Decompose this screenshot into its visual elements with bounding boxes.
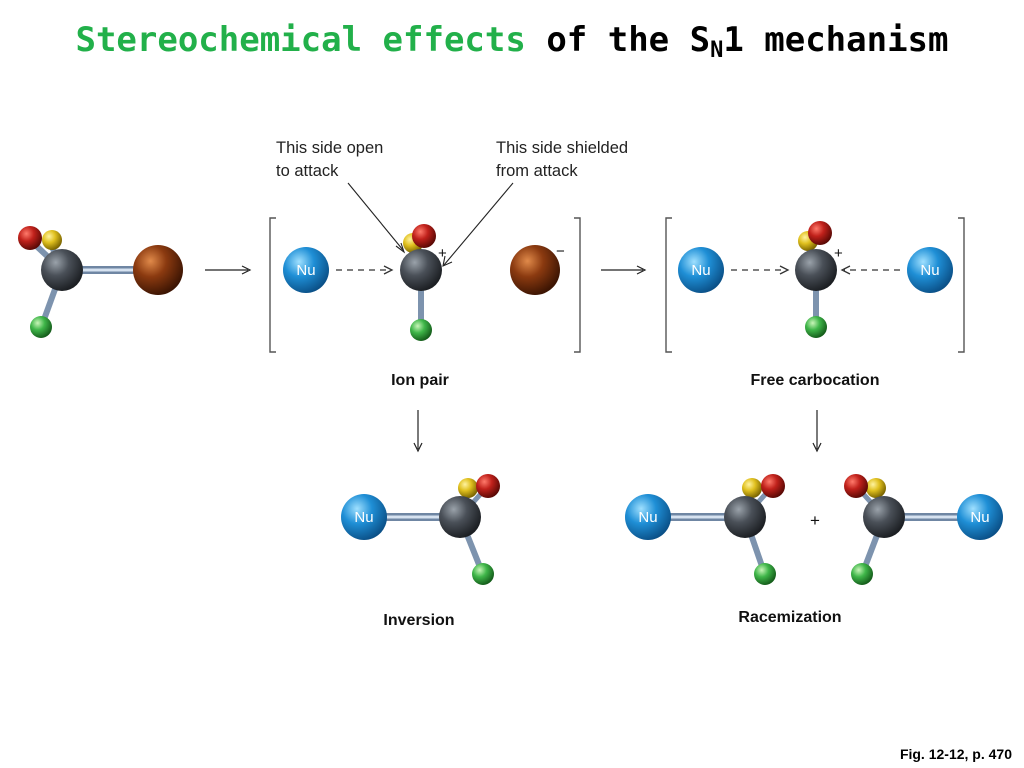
nucleophile-label: Nu — [354, 509, 373, 526]
annotation-open-side-line2: to attack — [276, 162, 339, 180]
nucleophile-atom — [957, 494, 1003, 540]
racemization-product-left: Nu — [625, 474, 785, 585]
sulfur-atom — [742, 478, 762, 498]
caption-free-carbocation: Free carbocation — [751, 372, 880, 389]
nucleophile-label: Nu — [638, 509, 657, 526]
nucleophile-atom — [283, 247, 329, 293]
nucleophile-atom — [625, 494, 671, 540]
nucleophile-atom — [907, 247, 953, 293]
bromine-atom — [510, 245, 560, 295]
sulfur-atom — [458, 478, 478, 498]
reaction-arrow — [205, 265, 252, 275]
title-part2: of the S — [546, 20, 711, 60]
sulfur-atom — [866, 478, 886, 498]
chlorine-atom — [805, 316, 827, 338]
page-title: Stereochemical effects of the SN1 mechan… — [0, 12, 1024, 68]
oxygen-atom — [808, 221, 832, 245]
oxygen-atom — [761, 474, 785, 498]
racemization-product-right: Nu — [844, 474, 1003, 585]
oxygen-atom — [18, 226, 42, 250]
carbon-atom — [439, 496, 481, 538]
carbocation-ion-pair: + — [400, 224, 447, 341]
annotation-shielded-side-line1: This side shielded — [496, 139, 628, 157]
carbon-atom — [41, 249, 83, 291]
title-part3: 1 mechanism — [723, 20, 949, 60]
figure-reference: Fig. 12-12, p. 470 — [899, 746, 1012, 762]
carbon-atom — [863, 496, 905, 538]
annotation-open-side-line1: This side open — [276, 139, 383, 157]
nucleophile-label: Nu — [296, 262, 315, 279]
nucleophile-label: Nu — [970, 509, 989, 526]
carbon-atom — [795, 249, 837, 291]
caption-ion-pair: Ion pair — [391, 372, 449, 389]
starting-molecule — [18, 226, 183, 338]
ion-pair-bracket — [269, 217, 581, 353]
carbon-atom — [724, 496, 766, 538]
bromide-anion: − — [510, 243, 565, 295]
annotation-pointer-shielded — [442, 182, 514, 267]
oxygen-atom — [844, 474, 868, 498]
racemization-plus-sign: + — [810, 511, 820, 530]
chlorine-atom — [410, 319, 432, 341]
oxygen-atom — [412, 224, 436, 248]
title-subscript: N — [710, 38, 724, 63]
free-carbocation: + — [795, 221, 843, 338]
nucleophile-left: Nu — [678, 247, 724, 293]
chlorine-atom — [851, 563, 873, 585]
dashed-attack-arrow — [336, 265, 394, 275]
positive-charge: + — [438, 245, 447, 262]
oxygen-atom — [476, 474, 500, 498]
nucleophile-right: Nu — [907, 247, 953, 293]
down-arrow-free-carbocation — [812, 410, 822, 453]
chlorine-atom — [30, 316, 52, 338]
carbon-atom — [400, 249, 442, 291]
down-arrow-ion-pair — [413, 410, 423, 453]
nucleophile-ion-pair: Nu — [283, 247, 329, 293]
annotation-shielded-side-line2: from attack — [496, 162, 578, 180]
free-carbocation-bracket — [665, 217, 965, 353]
dashed-attack-arrow-left — [731, 265, 790, 275]
inversion-product: Nu — [341, 474, 500, 585]
chlorine-atom — [472, 563, 494, 585]
caption-racemization: Racemization — [738, 609, 841, 626]
sulfur-atom — [42, 230, 62, 250]
annotation-pointer-open — [347, 182, 406, 254]
caption-inversion: Inversion — [383, 612, 454, 629]
reaction-arrow — [601, 265, 647, 275]
bromine-atom — [133, 245, 183, 295]
positive-charge: + — [834, 245, 843, 262]
nucleophile-label: Nu — [920, 262, 939, 279]
chlorine-atom — [754, 563, 776, 585]
nucleophile-atom — [678, 247, 724, 293]
negative-charge: − — [556, 243, 565, 260]
nucleophile-label: Nu — [691, 262, 710, 279]
title-highlight: Stereochemical effects — [75, 20, 526, 60]
dashed-attack-arrow-right — [840, 265, 900, 275]
nucleophile-atom — [341, 494, 387, 540]
